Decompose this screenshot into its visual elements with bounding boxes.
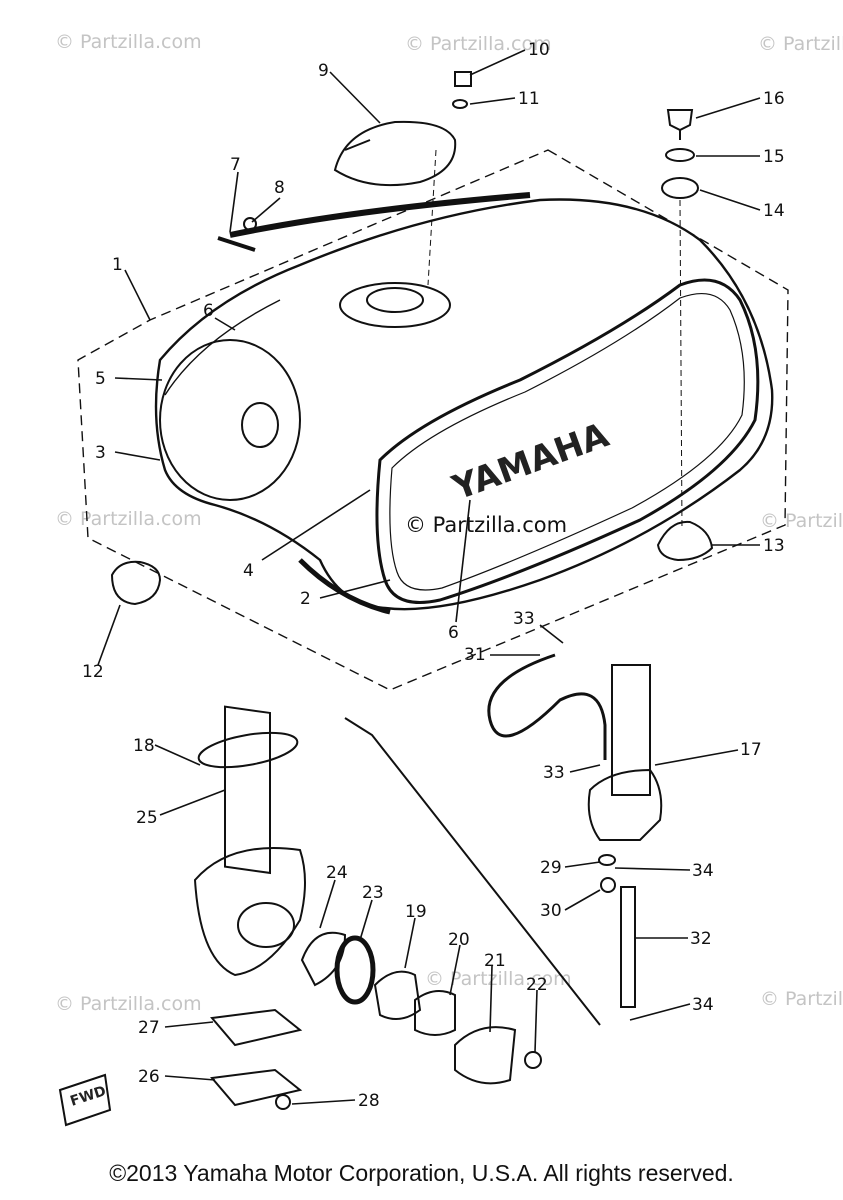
callout-13: 13	[763, 536, 785, 556]
leader-lines	[97, 49, 761, 1105]
callout-6b: 6	[448, 623, 459, 643]
fwd-label: FWD	[68, 1083, 108, 1110]
callout-5: 5	[95, 369, 106, 389]
callout-19: 19	[405, 902, 427, 922]
watermarks: © Partzilla.com © Partzilla.com © Partzi…	[55, 31, 843, 1015]
left-fuel-cock	[193, 705, 542, 1110]
callout-15: 15	[763, 147, 785, 167]
watermark: © Partzilla.com	[758, 33, 843, 55]
callout-8: 8	[274, 178, 285, 198]
watermark: © Partzilla.com	[405, 33, 552, 55]
callout-32: 32	[690, 929, 712, 949]
callout-22: 22	[526, 975, 548, 995]
brand-lettering: YAMAHA	[446, 415, 614, 509]
callout-33b: 33	[543, 763, 565, 783]
callout-17: 17	[740, 740, 762, 760]
callout-34b: 34	[692, 995, 714, 1015]
callout-24: 24	[326, 863, 348, 883]
callout-18: 18	[133, 736, 155, 756]
separator-line	[344, 717, 601, 1026]
callout-25: 25	[136, 808, 158, 828]
callout-26: 26	[138, 1067, 160, 1087]
callout-14: 14	[763, 201, 785, 221]
callout-30: 30	[540, 901, 562, 921]
fuel-tank	[154, 192, 774, 615]
filler-caps	[110, 520, 714, 606]
callout-7: 7	[230, 155, 241, 175]
watermark: © Partzilla.com	[425, 968, 572, 990]
watermark: © Partzilla.com	[760, 510, 843, 532]
callout-9: 9	[318, 61, 329, 81]
callout-20: 20	[448, 930, 470, 950]
callout-3: 3	[95, 443, 106, 463]
watermark-center: © Partzilla.com	[405, 513, 567, 537]
watermark: © Partzilla.com	[55, 993, 202, 1015]
callout-4: 4	[243, 561, 254, 581]
assembly-boundary	[77, 149, 789, 691]
callout-2: 2	[300, 589, 311, 609]
copyright-notice: ©2013 Yamaha Motor Corporation, U.S.A. A…	[109, 1160, 734, 1186]
watermark: © Partzilla.com	[55, 31, 202, 53]
callout-6a: 6	[203, 301, 214, 321]
callout-12: 12	[82, 662, 104, 682]
callout-28: 28	[358, 1091, 380, 1111]
right-fuel-cock	[587, 664, 663, 1008]
forward-arrow: FWD	[58, 1073, 112, 1127]
callout-23: 23	[362, 883, 384, 903]
callout-34a: 34	[692, 861, 714, 881]
callout-27: 27	[138, 1018, 160, 1038]
watermark: © Partzilla.com	[760, 988, 843, 1010]
callout-16: 16	[763, 89, 785, 109]
callout-labels: 1 2 3 4 5 6 6 7 8 9 10 11 12 13 14 15 16…	[82, 40, 785, 1111]
fuel-hose	[487, 653, 607, 760]
tank-cap-parts	[217, 71, 699, 531]
callout-10: 10	[528, 40, 550, 60]
callout-29: 29	[540, 858, 562, 878]
callout-33a: 33	[513, 609, 535, 629]
watermark: © Partzilla.com	[55, 508, 202, 530]
callout-1: 1	[112, 255, 123, 275]
callout-21: 21	[484, 951, 506, 971]
callout-11: 11	[518, 89, 540, 109]
callout-31: 31	[464, 645, 486, 665]
